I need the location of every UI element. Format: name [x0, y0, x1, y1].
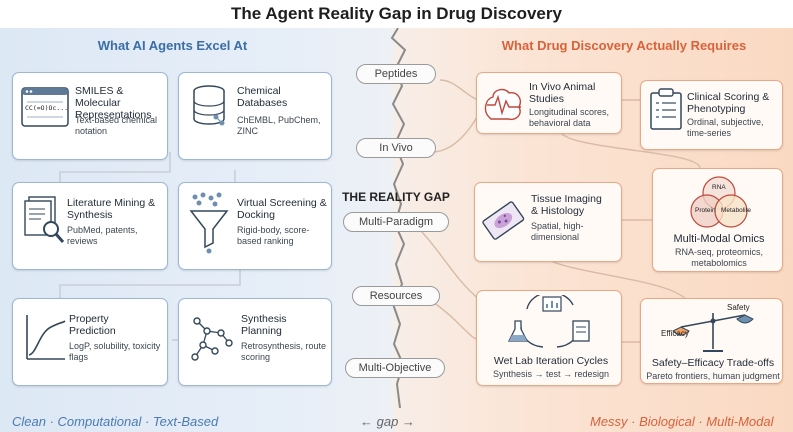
database-icon — [189, 83, 229, 134]
page-title: The Agent Reality Gap in Drug Discovery — [231, 4, 562, 23]
card-subtitle: Longitudinal scores, behavioral data — [529, 107, 610, 128]
card-wet-lab-cycles: Wet Lab Iteration Cycles Synthesis → tes… — [476, 290, 622, 386]
card-subtitle: RNA-seq, proteomics, metabolomics — [674, 247, 764, 268]
smiles-snippet: CC(=O)Oc... — [25, 104, 69, 112]
scale-label-efficacy: Efficacy — [661, 329, 689, 338]
gap-label-resources: Resources — [352, 286, 440, 306]
card-subtitle: Rigid-body, score-based ranking — [237, 225, 310, 246]
gap-label-multi-paradigm: Multi-Paradigm — [343, 212, 449, 232]
card-synthesis-planning: Synthesis Planning Retrosynthesis, route… — [178, 298, 332, 386]
gap-label-peptides: Peptides — [356, 64, 436, 84]
gap-label-multi-objective: Multi-Objective — [345, 358, 445, 378]
card-subtitle: Pareto frontiers, human judgment — [646, 371, 780, 381]
scale-label-safety: Safety — [727, 303, 750, 312]
code-window-icon: CC(=O)Oc... — [21, 87, 69, 132]
card-subtitle: LogP, solubility, toxicity flags — [69, 341, 161, 362]
card-title: Clinical Scoring & Phenotyping — [687, 91, 770, 115]
venn-label-protein: Protein — [695, 207, 716, 214]
card-title: Multi-Modal Omics — [673, 233, 765, 245]
card-title: Literature Mining & Synthesis — [67, 197, 156, 221]
card-subtitle: PubMed, patents, reviews — [67, 225, 138, 246]
document-search-icon — [23, 195, 67, 252]
card-title: In Vivo Animal Studies — [529, 81, 596, 105]
card-chemical-databases: Chemical Databases ChEMBL, PubChem, ZINC — [178, 72, 332, 160]
card-multi-modal-omics: RNA Protein Metabolite Multi-Modal Omics… — [652, 168, 783, 272]
card-title: Chemical Databases — [237, 85, 288, 109]
card-subtitle: Ordinal, subjective, time-series — [687, 117, 764, 138]
card-tissue-imaging: Tissue Imaging & Histology Spatial, high… — [474, 182, 622, 262]
card-subtitle: Synthesis → test → redesign — [492, 369, 610, 379]
footer-gap-caption: ← gap → — [360, 414, 415, 429]
slide-icon — [481, 195, 529, 256]
card-title: Virtual Screening & Docking — [237, 197, 327, 221]
card-title: Tissue Imaging & Histology — [531, 193, 602, 217]
gap-title: THE REALITY GAP — [342, 190, 450, 204]
left-panel-header: What AI Agents Excel At — [97, 38, 248, 53]
venn-label-metabolite: Metabolite — [721, 207, 751, 214]
clipboard-icon — [649, 87, 683, 136]
card-virtual-screening: Virtual Screening & Docking Rigid-body, … — [178, 182, 332, 270]
right-panel-header: What Drug Discovery Actually Requires — [501, 38, 747, 53]
card-title: SMILES & Molecular Representations — [75, 85, 152, 121]
card-subtitle: ChEMBL, PubChem, ZINC — [237, 115, 321, 136]
brain-signal-icon — [483, 81, 525, 132]
card-subtitle: Retrosynthesis, route scoring — [241, 341, 327, 362]
curve-chart-icon — [23, 313, 67, 368]
card-smiles: CC(=O)Oc... SMILES & Molecular Represent… — [12, 72, 168, 160]
footer-right-caption: Messy · Biological · Multi-Modal — [590, 414, 774, 429]
card-title: Property Prediction — [69, 313, 116, 337]
gap-label-in-vivo: In Vivo — [356, 138, 436, 158]
card-title: Synthesis Planning — [241, 313, 287, 337]
card-clinical-scoring: Clinical Scoring & Phenotyping Ordinal, … — [640, 80, 783, 150]
card-title: Wet Lab Iteration Cycles — [493, 355, 609, 367]
venn-label-rna: RNA — [712, 184, 726, 191]
cycle-icon — [507, 291, 597, 358]
card-property-prediction: Property Prediction LogP, solubility, to… — [12, 298, 168, 386]
funnel-icon — [187, 191, 231, 260]
route-tree-icon — [187, 313, 237, 372]
footer-left-caption: Clean · Computational · Text-Based — [12, 414, 219, 429]
card-subtitle: Text-based chemical notation — [75, 115, 158, 136]
card-subtitle: Spatial, high-dimensional — [531, 221, 584, 242]
venn-icon: RNA Protein Metabolite — [679, 173, 759, 238]
balance-icon: Efficacy Safety — [661, 303, 761, 360]
card-in-vivo-studies: In Vivo Animal Studies Longitudinal scor… — [476, 72, 622, 134]
card-literature-mining: Literature Mining & Synthesis PubMed, pa… — [12, 182, 168, 270]
card-safety-efficacy: Efficacy Safety Safety–Efficacy Trade-of… — [640, 298, 783, 384]
card-title: Safety–Efficacy Trade-offs — [651, 357, 775, 369]
